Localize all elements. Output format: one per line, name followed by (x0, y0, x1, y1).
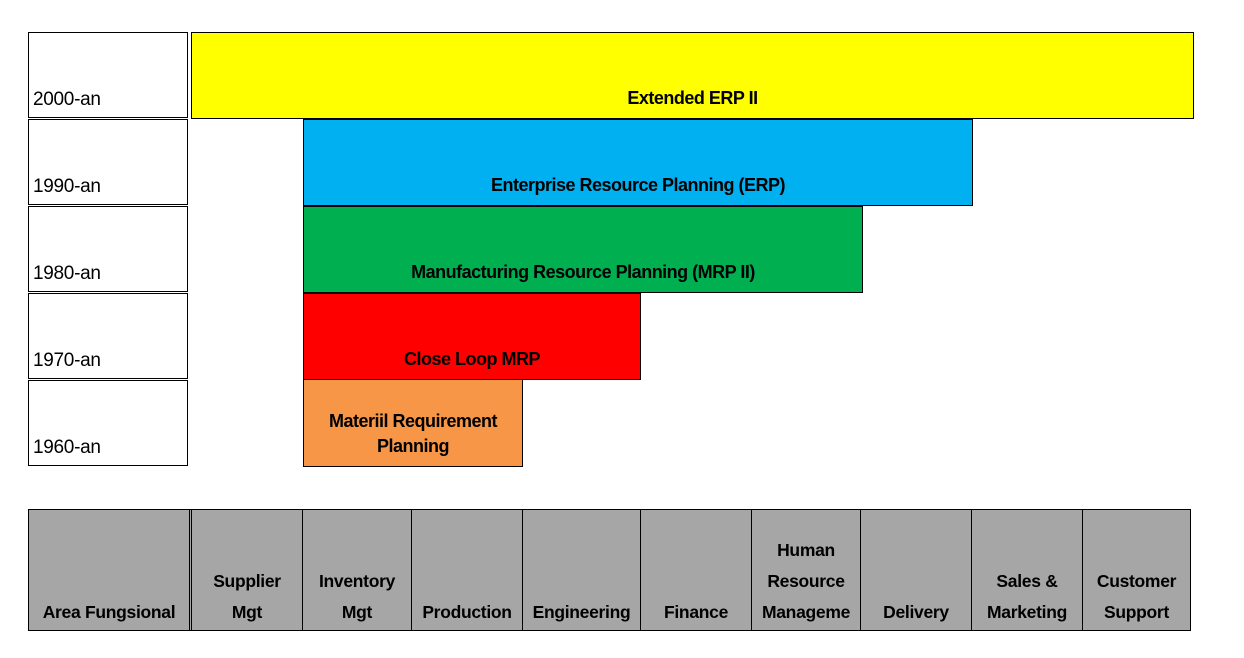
functional-area-header: Area Fungsional (29, 510, 192, 630)
era-label-1970: 1970-an (28, 293, 188, 379)
bar-label-line-1: Materiil Requirement (328, 411, 498, 432)
bar-label: Manufacturing Resource Planning (MRP II) (411, 261, 755, 282)
bar-erp: Enterprise Resource Planning (ERP) (303, 119, 973, 206)
area-human-resource: Human Resource Manageme (752, 510, 861, 630)
era-label-2000: 2000-an (28, 32, 188, 118)
bar-material-requirement-planning: Materiil Requirement Planning (303, 380, 523, 467)
area-delivery: Delivery (861, 510, 972, 630)
area-production: Production (412, 510, 523, 630)
bar-label: Materiil Requirement Planning (328, 409, 498, 458)
area-engineering: Engineering (523, 510, 641, 630)
bar-label: Enterprise Resource Planning (ERP) (490, 174, 786, 195)
bar-mrp-ii: Manufacturing Resource Planning (MRP II) (303, 206, 863, 293)
area-customer-support: Customer Support (1083, 510, 1190, 630)
functional-area-table: Area Fungsional Supplier Mgt Inventory M… (28, 509, 1191, 631)
area-inventory-mgt: Inventory Mgt (303, 510, 412, 630)
area-sales-marketing: Sales & Marketing (972, 510, 1083, 630)
era-label-1980: 1980-an (28, 206, 188, 292)
era-label-1990: 1990-an (28, 119, 188, 205)
area-supplier-mgt: Supplier Mgt (192, 510, 303, 630)
bar-label: Extended ERP II (627, 87, 758, 108)
bar-extended-erp-ii: Extended ERP II (191, 32, 1194, 119)
bar-label: Close Loop MRP (404, 348, 541, 369)
bar-close-loop-mrp: Close Loop MRP (303, 293, 641, 380)
bar-label-line-2: Planning (376, 435, 450, 456)
area-finance: Finance (641, 510, 752, 630)
era-label-1960: 1960-an (28, 380, 188, 466)
